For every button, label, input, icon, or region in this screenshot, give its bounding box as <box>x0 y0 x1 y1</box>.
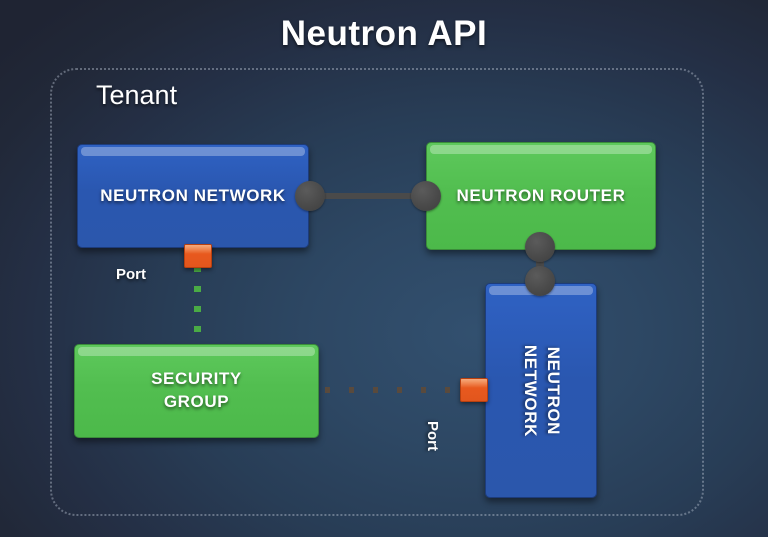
connector-knob-network-right-top[interactable] <box>525 266 555 296</box>
port-icon[interactable] <box>184 244 212 268</box>
tenant-container <box>50 68 704 516</box>
node-label: NEUTRON ROUTER <box>456 185 626 205</box>
dotted-connector-security-group-to-port <box>325 387 465 393</box>
connector-line-network-router <box>309 193 417 199</box>
node-neutron-network-right[interactable]: NEUTRON NETWORK <box>485 283 597 498</box>
port-label-right: Port <box>424 421 441 451</box>
port-label-top: Port <box>116 266 146 283</box>
page-title: Neutron API <box>280 14 488 53</box>
node-label: NEUTRON NETWORK <box>521 344 563 437</box>
connector-knob-network-right[interactable] <box>295 181 325 211</box>
node-label: SECURITY GROUP <box>151 369 242 411</box>
tenant-label: Tenant <box>96 80 178 110</box>
port-icon[interactable] <box>460 378 488 402</box>
connector-knob-router-left[interactable] <box>411 181 441 211</box>
dotted-connector-port-to-security-group <box>194 266 201 346</box>
node-neutron-network-top[interactable]: NEUTRON NETWORK <box>77 144 309 248</box>
connector-knob-router-bottom[interactable] <box>525 232 555 262</box>
node-label: NEUTRON NETWORK <box>100 185 286 205</box>
node-security-group[interactable]: SECURITY GROUP <box>74 344 319 438</box>
